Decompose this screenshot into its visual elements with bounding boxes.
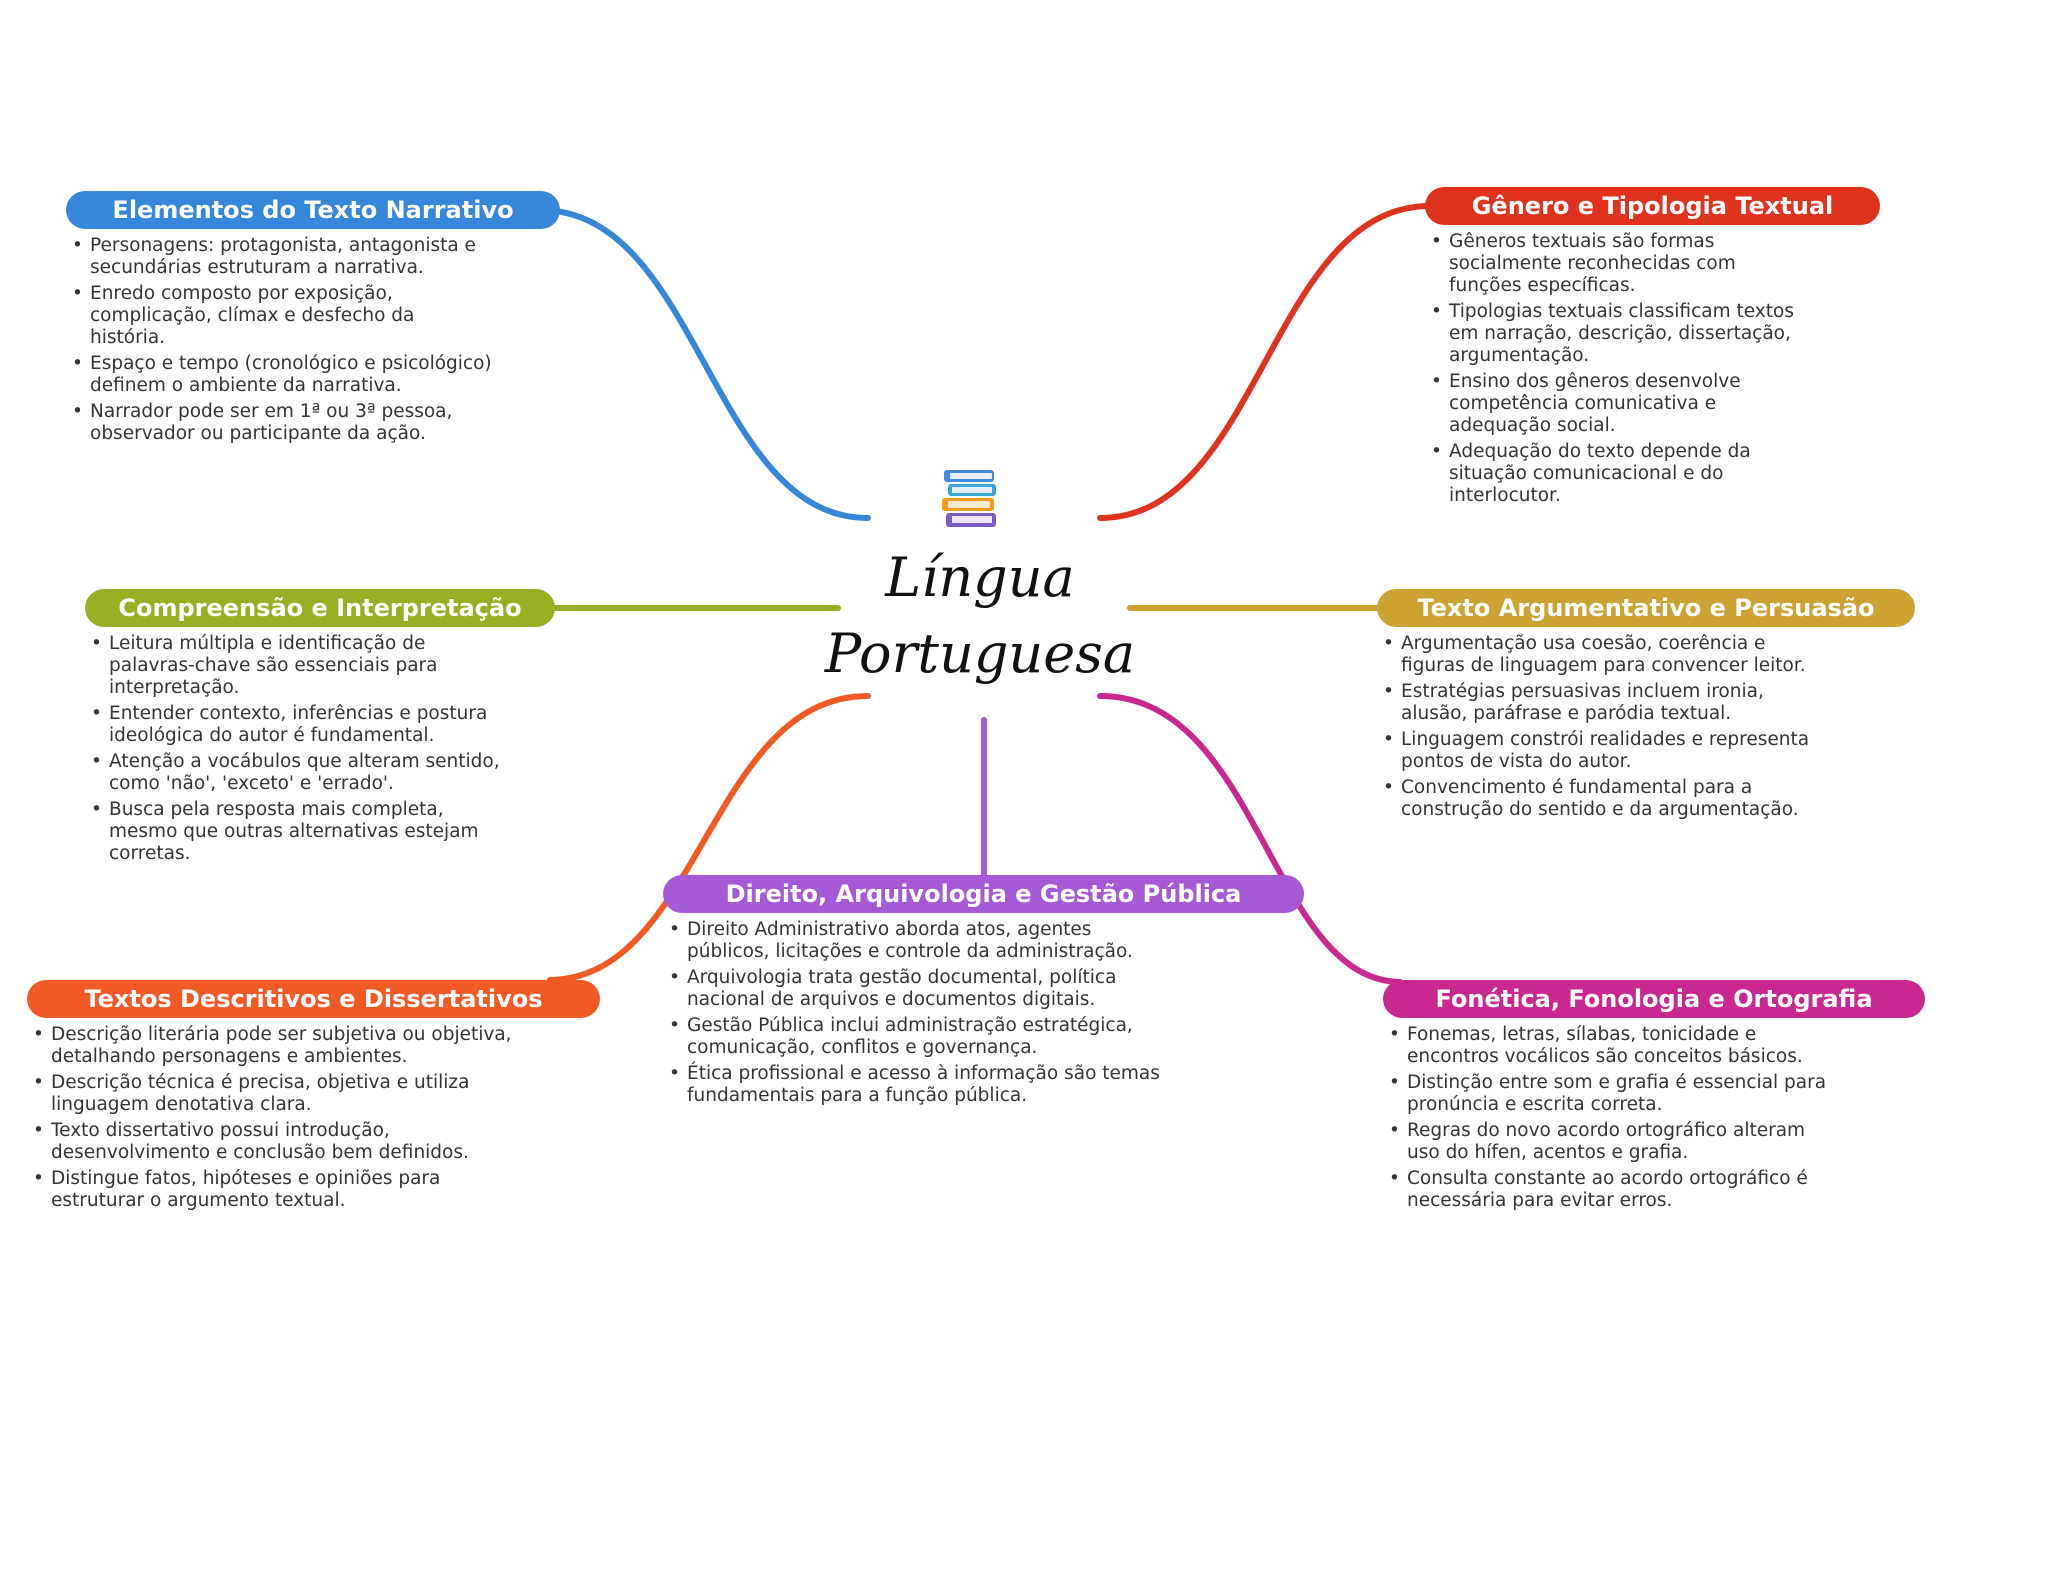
note-item: Atenção a vocábulos que alteram sentido,… bbox=[91, 751, 501, 795]
central-title-line2: Portuguesa bbox=[824, 622, 1136, 685]
note-item: Consulta constante ao acordo ortográfico… bbox=[1389, 1168, 1829, 1212]
note-item: Entender contexto, inferências e postura… bbox=[91, 703, 501, 747]
note-item: Leitura múltipla e identificação de pala… bbox=[91, 633, 501, 699]
note-item: Enredo composto por exposição, complicaç… bbox=[72, 283, 492, 349]
note-item: Arquivologia trata gestão documental, po… bbox=[669, 967, 1169, 1011]
note-item: Ética profissional e acesso à informação… bbox=[669, 1063, 1169, 1107]
note-item: Fonemas, letras, sílabas, tonicidade e e… bbox=[1389, 1024, 1829, 1068]
note-item: Espaço e tempo (cronológico e psicológic… bbox=[72, 353, 492, 397]
note-item: Texto dissertativo possui introdução, de… bbox=[33, 1120, 513, 1164]
topic-direito-arquivologia-gestao-publica[interactable]: Direito, Arquivologia e Gestão Pública bbox=[663, 875, 1304, 913]
note-item: Estratégias persuasivas incluem ironia, … bbox=[1383, 681, 1833, 725]
note-item: Argumentação usa coesão, coerência e fig… bbox=[1383, 633, 1833, 677]
books-icon bbox=[940, 468, 998, 534]
connector-descritivos bbox=[547, 693, 871, 983]
notes-compreensao-interpretacao: Leitura múltipla e identificação de pala… bbox=[91, 633, 501, 869]
note-item: Ensino dos gêneros desenvolve competênci… bbox=[1431, 371, 1801, 437]
central-topic[interactable]: Língua Portuguesa bbox=[810, 540, 1150, 692]
connector-narrativo bbox=[537, 207, 871, 521]
note-item: Direito Administrativo aborda atos, agen… bbox=[669, 919, 1169, 963]
note-item: Tipologias textuais classificam textos e… bbox=[1431, 301, 1801, 367]
central-title-line1: Língua bbox=[885, 546, 1075, 609]
note-item: Adequação do texto depende da situação c… bbox=[1431, 441, 1801, 507]
note-item: Gestão Pública inclui administração estr… bbox=[669, 1015, 1169, 1059]
note-item: Distingue fatos, hipóteses e opiniões pa… bbox=[33, 1168, 513, 1212]
note-item: Busca pela resposta mais completa, mesmo… bbox=[91, 799, 501, 865]
notes-texto-argumentativo-persuasao: Argumentação usa coesão, coerência e fig… bbox=[1383, 633, 1833, 825]
note-item: Convencimento é fundamental para a const… bbox=[1383, 777, 1833, 821]
note-item: Personagens: protagonista, antagonista e… bbox=[72, 235, 492, 279]
note-item: Narrador pode ser em 1ª ou 3ª pessoa, ob… bbox=[72, 401, 492, 445]
note-item: Regras do novo acordo ortográfico altera… bbox=[1389, 1120, 1829, 1164]
topic-compreensao-interpretacao[interactable]: Compreensão e Interpretação bbox=[85, 589, 555, 627]
notes-genero-tipologia-textual: Gêneros textuais são formas socialmente … bbox=[1431, 231, 1801, 511]
topic-textos-descritivos-dissertativos[interactable]: Textos Descritivos e Dissertativos bbox=[27, 980, 600, 1018]
notes-fonetica-fonologia-ortografia: Fonemas, letras, sílabas, tonicidade e e… bbox=[1389, 1024, 1829, 1216]
connector-genero bbox=[1097, 203, 1433, 521]
topic-elementos-texto-narrativo[interactable]: Elementos do Texto Narrativo bbox=[66, 191, 560, 229]
topic-texto-argumentativo-persuasao[interactable]: Texto Argumentativo e Persuasão bbox=[1377, 589, 1915, 627]
connector-fonetica bbox=[1097, 693, 1403, 985]
note-item: Gêneros textuais são formas socialmente … bbox=[1431, 231, 1801, 297]
notes-textos-descritivos-dissertativos: Descrição literária pode ser subjetiva o… bbox=[33, 1024, 513, 1216]
note-item: Descrição literária pode ser subjetiva o… bbox=[33, 1024, 513, 1068]
note-item: Distinção entre som e grafia é essencial… bbox=[1389, 1072, 1829, 1116]
note-item: Linguagem constrói realidades e represen… bbox=[1383, 729, 1833, 773]
note-item: Descrição técnica é precisa, objetiva e … bbox=[33, 1072, 513, 1116]
topic-fonetica-fonologia-ortografia[interactable]: Fonética, Fonologia e Ortografia bbox=[1383, 980, 1925, 1018]
topic-genero-tipologia-textual[interactable]: Gênero e Tipologia Textual bbox=[1425, 187, 1880, 225]
notes-elementos-texto-narrativo: Personagens: protagonista, antagonista e… bbox=[72, 235, 492, 449]
notes-direito-arquivologia-gestao-publica: Direito Administrativo aborda atos, agen… bbox=[669, 919, 1169, 1111]
